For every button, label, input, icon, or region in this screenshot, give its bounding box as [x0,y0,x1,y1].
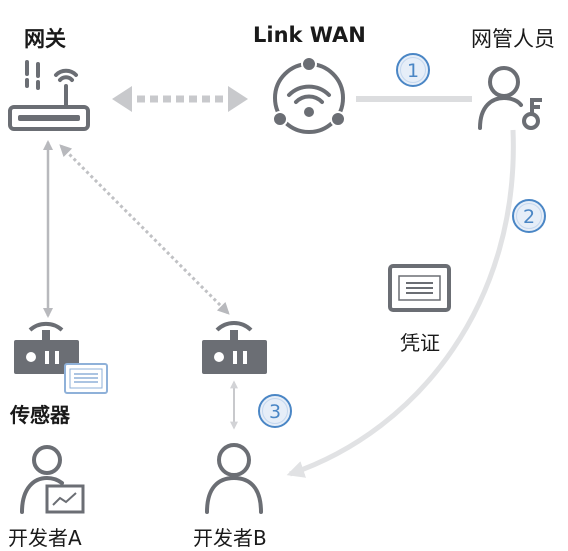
developer-b-device-icon [202,320,267,374]
step-badge-2: 2 [512,199,546,233]
admin-label: 网管人员 [471,27,555,51]
sensor-label: 传感器 [10,403,70,427]
router-icon [8,60,90,131]
step-badge-3: 3 [258,394,292,428]
sensor-device-icon [14,321,108,394]
step-badge-1: 1 [396,53,430,87]
step-number: 3 [269,401,281,423]
link-wan-icon [272,56,346,134]
admin-developer-curve [286,129,516,478]
step-number: 2 [523,206,535,228]
developer-b-icon [205,443,263,514]
step-number: 1 [407,60,419,82]
gateway-label: 网关 [24,27,66,51]
developer-b-label: 开发者B [193,526,267,550]
link-wan-label: Link WAN [253,23,366,47]
admin-key-icon [478,66,542,130]
credential-icon [388,264,451,312]
gateway-linkwan-connector [112,86,248,112]
gateway-device-b-connector [59,144,230,315]
diagram-canvas: 1 2 3 [8,53,546,514]
developer-a-icon [20,445,85,514]
developer-a-label: 开发者A [8,526,82,550]
credential-label: 凭证 [400,331,440,355]
